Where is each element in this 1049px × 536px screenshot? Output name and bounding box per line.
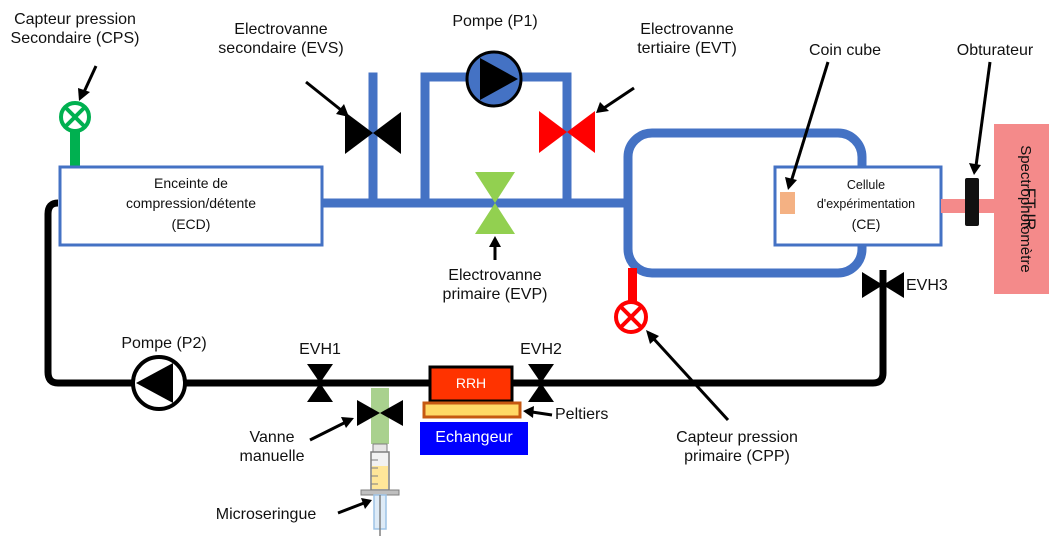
black-loop (44, 199, 887, 387)
pump-p1-icon (465, 50, 523, 108)
peltiers-block (422, 401, 522, 419)
echangeur-label: Echangeur (435, 429, 513, 446)
evp-label-line2: primaire (EVP) (442, 286, 548, 304)
arrow-evp (489, 236, 501, 260)
echangeur-block (420, 422, 528, 455)
cps-label-line2: Secondaire (CPS) (10, 30, 140, 48)
arrow-cpp (646, 330, 730, 422)
p2-label: Pompe (P2) (121, 335, 207, 352)
evh2-label: EVH2 (520, 341, 562, 358)
rrh-label: RRH (455, 375, 487, 391)
evt-label: Electrovanne tertiaire (EVT) (612, 20, 762, 58)
coin-cube-label: Coin cube (808, 42, 882, 59)
evp-label-line1: Electrovanne (448, 267, 542, 284)
evp-label: Electrovanne primaire (EVP) (415, 266, 575, 304)
manual-line-pipe (371, 388, 389, 444)
arrow-peltiers (523, 406, 553, 418)
cps-label-line1: Capteur pression (14, 11, 136, 28)
evp-valve-icon (475, 172, 515, 234)
obturateur-label: Obturateur (956, 42, 1034, 59)
ce-label-line3: (CE) (851, 215, 881, 232)
ecd-label: Enceinte de compression/détente (ECD) (60, 173, 322, 234)
evh2-valve-icon (528, 364, 554, 402)
evh3-valve-icon (862, 272, 904, 298)
cpp-label-line2: primaire (CPP) (684, 448, 790, 466)
cps-sensor-icon (59, 101, 91, 133)
evs-label: Electrovanne secondaire (EVS) (196, 20, 366, 58)
ecd-label-line3: (ECD) (171, 215, 211, 232)
cps-stem (70, 128, 80, 168)
ce-cell (773, 165, 943, 247)
cps-label: Capteur pression Secondaire (CPS) (0, 10, 150, 48)
cpp-stem (628, 268, 637, 302)
arrow-evt (596, 86, 635, 113)
cpp-sensor-icon (614, 300, 648, 334)
evs-label-line2: secondaire (EVS) (218, 40, 344, 58)
evt-valve-icon (539, 111, 595, 153)
p1-label: Pompe (P1) (452, 13, 538, 30)
arrow-obturateur (969, 61, 992, 175)
arrow-evs (305, 80, 349, 117)
cpp-label: Capteur pression primaire (CPP) (652, 428, 822, 466)
evh3-label: EVH3 (906, 277, 948, 294)
secondary-loop-pipe (44, 199, 887, 387)
peltiers-label: Peltiers (555, 406, 609, 423)
spectro-label-line2: FT-IR (1020, 187, 1039, 231)
vanne-manuelle-label-line2: manuelle (239, 448, 305, 466)
arrow-coin-cube (785, 61, 830, 190)
ecd-chamber (58, 165, 324, 247)
ce-label-line2: d'expérimentation (816, 196, 916, 211)
evs-valve-icon (345, 112, 401, 154)
spectrophotometer (994, 124, 1049, 294)
manual-valve-icon (357, 400, 403, 426)
cpp-label-line1: Capteur pression (676, 429, 798, 446)
coin-cube (780, 192, 795, 214)
spectro-label-2: FT-IR (1013, 159, 1039, 259)
vanne-manuelle-label-line1: Vanne (249, 429, 295, 446)
pump-p2-icon (131, 355, 187, 411)
ce-label-line1: Cellule (846, 178, 886, 192)
microseringue-label: Microseringue (215, 506, 317, 523)
evt-label-line2: tertiaire (EVT) (637, 40, 737, 58)
arrow-manual (309, 417, 354, 442)
ce-label: Cellule d'expérimentation (CE) (795, 176, 937, 235)
evh1-valve-icon (307, 364, 333, 402)
ecd-label-line2: compression/détente (126, 195, 256, 212)
rrh-block (428, 365, 514, 403)
arrow-microsyringe (337, 498, 372, 515)
arrow-cps (78, 65, 98, 101)
evh1-label: EVH1 (299, 341, 341, 358)
microsyringe-icon (360, 443, 400, 536)
vanne-manuelle-label: Vanne manuelle (222, 428, 322, 466)
evt-label-line1: Electrovanne (640, 21, 734, 38)
obturateur-shutter (965, 178, 979, 226)
ecd-label-line1: Enceinte de (154, 175, 228, 191)
pointer-arrows (78, 61, 992, 515)
evs-label-line1: Electrovanne (234, 21, 328, 38)
